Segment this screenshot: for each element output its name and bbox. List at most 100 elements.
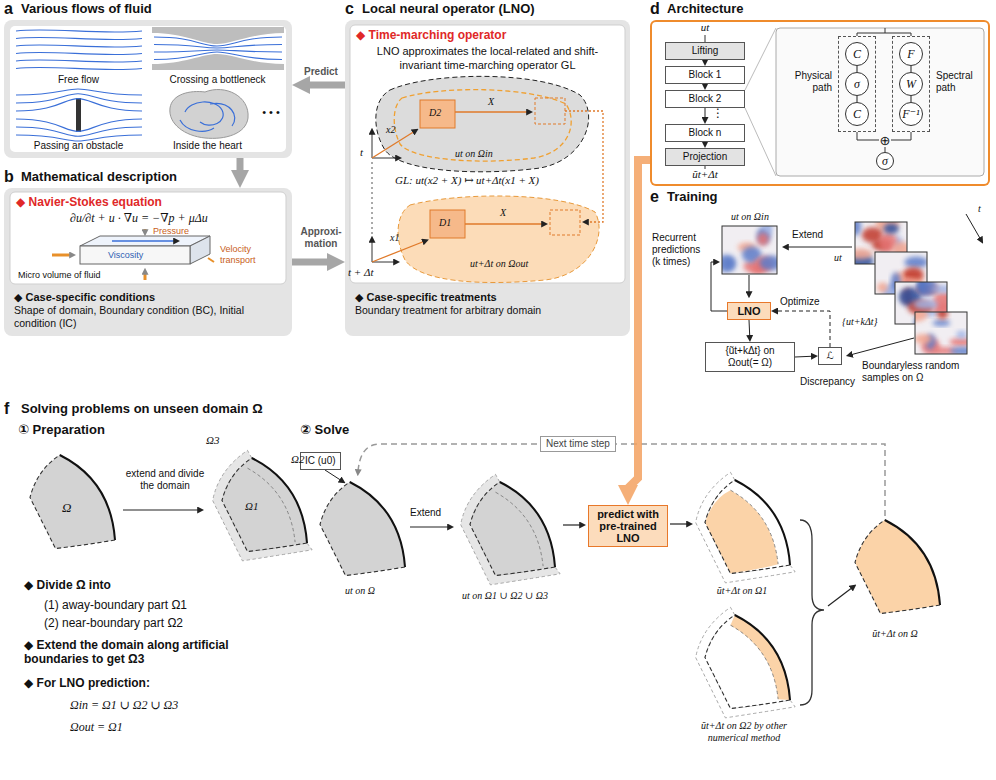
connector: [705, 84, 706, 86]
streamline: [16, 52, 142, 54]
label: ut on Ω1 ∪ Ω2 ∪ Ω3: [445, 590, 565, 602]
heatmap-blob: [855, 222, 861, 236]
node-text: d: [650, 0, 660, 18]
node-text: F: [907, 48, 914, 60]
node-box: Block 1: [665, 66, 745, 84]
node-box: Block 2: [665, 90, 745, 108]
input-line: [705, 35, 706, 42]
label: Pressure: [153, 226, 189, 237]
extend-arrow: [786, 247, 852, 248]
heatmap-frame: [915, 312, 967, 354]
streamline: [16, 45, 142, 47]
node-box: ◆ Case-specific conditionsShape of domai…: [4, 287, 292, 333]
label: Passing an obstacle: [12, 140, 145, 152]
label: x1: [390, 232, 399, 244]
node-text: Block 1: [670, 69, 740, 81]
heatmap-blob: [949, 338, 967, 346]
connector: [705, 60, 706, 62]
node-text: LNO: [732, 305, 766, 317]
label: Ω2: [291, 453, 304, 466]
heatmap-frame: [895, 282, 947, 324]
node-box: IC (u0): [300, 452, 341, 470]
ic-arrow: [325, 470, 342, 481]
target-arrow: [850, 338, 914, 355]
label: ⋮: [712, 106, 724, 120]
node-text: F⁻¹: [902, 108, 919, 120]
label: t: [360, 146, 363, 159]
output-arrow: [670, 523, 689, 524]
streamline: [16, 127, 142, 136]
heatmap-frame: [722, 226, 777, 274]
domain-fill: [705, 615, 790, 709]
heatmap-blob: [950, 347, 967, 354]
extension-band: [461, 474, 560, 584]
label: Viscosity: [108, 250, 143, 261]
node-box: ℒ: [818, 347, 842, 365]
patch: [550, 210, 580, 235]
node-text: Solving problems on unseen domain Ω: [21, 401, 263, 417]
node-text: ◆ Navier-Stokes equation: [10, 192, 286, 209]
label: ũt+Δt on Ω1: [692, 585, 792, 597]
streamline: [16, 99, 142, 111]
heatmap-blob: [904, 257, 927, 269]
operator-circle: σ: [845, 72, 869, 96]
node-text: a: [4, 0, 13, 18]
heatmap-blob: [764, 226, 773, 234]
connector: [292, 259, 334, 266]
prepare-arrow: [123, 509, 200, 510]
label: t + Δt: [348, 266, 374, 279]
label: ut: [695, 21, 715, 34]
physical-boundary: [735, 615, 790, 700]
label: {ut+kΔt}: [842, 316, 878, 328]
physical-boundary: [350, 482, 405, 567]
domain-fill: [855, 520, 940, 614]
heart-outline: [170, 90, 248, 139]
swirl: [185, 102, 223, 125]
operator-circle: F⁻¹: [899, 102, 923, 126]
streamline: [16, 60, 142, 62]
label: Recurrent predictions (k times): [652, 232, 708, 268]
node-text: σ: [854, 78, 860, 90]
label: X: [500, 207, 506, 219]
node-text: Shape of domain, Boundary condition (BC)…: [14, 304, 282, 329]
node-text: ℒ: [823, 350, 837, 362]
node-text: f: [4, 399, 9, 418]
node-text: σ: [882, 155, 888, 167]
label: Ω3: [206, 434, 219, 447]
label: Ωout = Ω1: [70, 720, 123, 734]
heatmap-blob: [956, 331, 967, 339]
node-text: c: [345, 0, 354, 18]
extend-arrow: [410, 526, 450, 527]
domain-shape: [696, 472, 795, 582]
node-text: predict with pre-trained LNO: [593, 508, 663, 544]
label: Discrepancy: [800, 376, 855, 388]
label: ũt+Δt on Ω2 by other numerical method: [688, 720, 800, 744]
domain-shape: [30, 455, 115, 549]
pressure-arrow: [144, 229, 147, 232]
split-line: [857, 28, 911, 36]
patch: [535, 98, 565, 124]
wall: [152, 54, 284, 70]
edge-label: Predict: [294, 66, 348, 78]
node-box: Spectral pathFWF⁻¹: [892, 36, 930, 132]
detail-box: [776, 28, 984, 176]
streamline: [154, 52, 282, 60]
pressure-arrow: [144, 272, 147, 280]
artificial-boundary: [705, 480, 790, 574]
node-text: W: [906, 78, 916, 90]
node-text: ◆ Case-specific treatments: [355, 291, 620, 304]
label: ut on Ω: [315, 585, 405, 597]
node-text: IC (u0): [305, 455, 336, 467]
micro-volume-side: [190, 236, 210, 264]
node-text: {ũt+kΔt} on Ωout(= Ω): [710, 345, 790, 369]
node-text: LNO approximates the local-related and s…: [350, 42, 625, 74]
heatmap: [722, 226, 777, 274]
recurrent-loop: [711, 262, 727, 311]
node-text: Physical path: [778, 70, 832, 94]
node-text: Various flows of fluid: [21, 1, 152, 17]
node-text: Boundary treatment for arbitrary domain: [355, 304, 620, 317]
heatmap-blob: [914, 299, 938, 309]
operator-circle: W: [899, 72, 923, 96]
node-text: Spectral path: [936, 70, 982, 94]
time-axis: [372, 240, 373, 262]
